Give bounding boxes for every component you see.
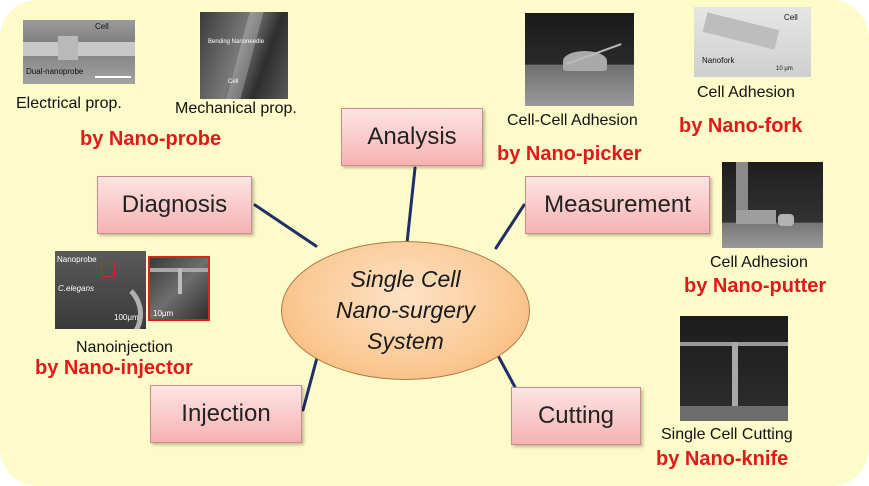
center-line-2: Nano-surgery [335, 297, 476, 323]
nano-putter-image [722, 162, 823, 248]
connector-measurement [494, 203, 526, 250]
connector-analysis [405, 166, 417, 245]
img1-probe-label: Dual-nanoprobe [26, 67, 84, 76]
cell-adhesion-right-label: Cell Adhesion [710, 254, 808, 271]
img2-needle-label: Bending Nanoneedle [208, 39, 265, 45]
nano-fork-label: by Nano-fork [679, 115, 803, 137]
nano-knife-label: by Nano-knife [656, 448, 789, 470]
electrical-prop-label: Electrical prop. [16, 95, 122, 112]
cutting-box: Cutting [511, 387, 641, 445]
img4-fork-label: Nanofork [702, 56, 735, 65]
cell-adhesion-top-label: Cell Adhesion [697, 84, 795, 101]
analysis-box: Analysis [341, 108, 483, 166]
single-cell-cutting-label: Single Cell Cutting [661, 426, 793, 443]
nanoneedle-image: Bending Nanoneedle Cell [200, 12, 288, 99]
img4-cell-label: Cell [784, 13, 798, 22]
cell-cell-adhesion-image [525, 13, 634, 106]
img7-scale-label: 10μm [153, 309, 174, 318]
measurement-box: Measurement [525, 176, 710, 234]
nanoinjection-label: Nanoinjection [76, 339, 173, 356]
img6-probe-label: Nanoprobe [57, 255, 97, 264]
img4-scale-label: 10 μm [776, 66, 793, 72]
nano-picker-label: by Nano-picker [497, 143, 642, 165]
img2-cell-label: Cell [228, 79, 239, 85]
center-line-3: System [367, 328, 444, 354]
img6-species-label: C.elegans [58, 284, 95, 293]
connector-diagnosis [253, 203, 318, 248]
injection-zoom-image: 10μm [148, 256, 210, 321]
dual-nanoprobe-image: Cell Dual-nanoprobe [23, 20, 135, 84]
diagnosis-box: Diagnosis [97, 176, 252, 234]
injection-box: Injection [150, 385, 302, 443]
center-line-1: Single Cell [350, 266, 461, 292]
img6-scale-label: 100μm [114, 313, 139, 322]
mechanical-prop-label: Mechanical prop. [175, 100, 297, 117]
nano-putter-label: by Nano-putter [684, 275, 827, 297]
cell-cutting-image [680, 316, 788, 421]
c-elegans-image: Nanoprobe C.elegans 100μm [55, 251, 146, 329]
cell-cell-adhesion-label: Cell-Cell Adhesion [507, 112, 638, 129]
nanofork-image: Cell Nanofork 10 μm [694, 7, 811, 77]
nano-injector-label: by Nano-injector [35, 357, 193, 379]
connector-injection [301, 352, 320, 412]
center-node: Single Cell Nano-surgery System [281, 241, 530, 380]
img1-cell-label: Cell [95, 22, 109, 31]
nano-probe-label: by Nano-probe [80, 128, 222, 150]
